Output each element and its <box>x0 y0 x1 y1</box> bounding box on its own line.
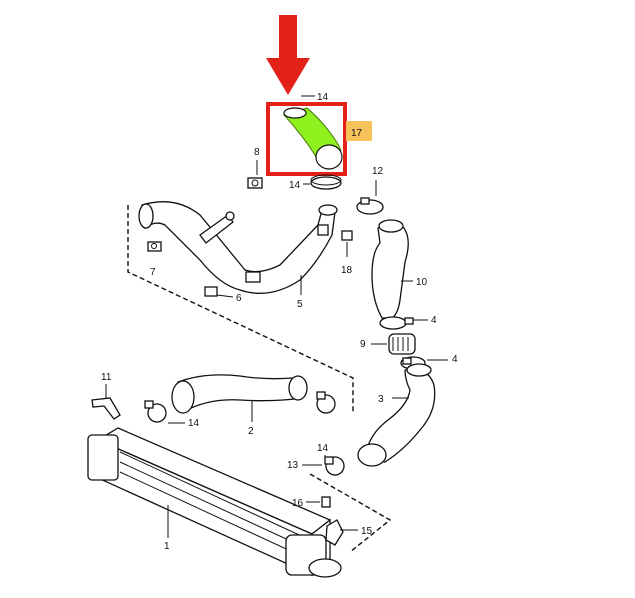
bracket-15 <box>325 519 344 546</box>
assembly-boundary-lower <box>309 473 392 553</box>
label-15: 15 <box>361 526 373 537</box>
clamp-14-left <box>144 400 167 423</box>
part-17-hose[interactable] <box>282 107 343 170</box>
highlight-frame <box>266 102 347 176</box>
label-5: 5 <box>297 299 303 310</box>
connector-9 <box>388 333 416 355</box>
label-4-upper: 4 <box>431 315 437 326</box>
strap-11 <box>91 397 121 420</box>
label-14-mid: 14 <box>289 180 301 191</box>
bolt-8 <box>247 177 263 189</box>
assembly-boundary <box>127 205 354 412</box>
pipe-5[interactable] <box>138 201 338 294</box>
label-1: 1 <box>164 541 170 552</box>
label-14-top: 14 <box>317 92 329 103</box>
label-3: 3 <box>378 394 384 405</box>
bolt-18 <box>341 230 353 241</box>
label-14-right: 14 <box>317 443 329 454</box>
label-12: 12 <box>372 166 384 177</box>
label-4-lower: 4 <box>452 354 458 365</box>
bolt-left <box>147 241 162 252</box>
clamp-12 <box>356 197 384 215</box>
label-17: 17 <box>351 128 363 139</box>
clamp-14-upper <box>310 174 342 190</box>
label-10: 10 <box>416 277 428 288</box>
label-7: 7 <box>150 267 156 278</box>
label-14-left: 14 <box>188 418 200 429</box>
label-18: 18 <box>341 265 353 276</box>
label-6: 6 <box>236 293 242 304</box>
intercooler-1[interactable] <box>87 427 342 578</box>
indicator-arrow <box>266 15 310 95</box>
label-11: 11 <box>101 372 112 383</box>
label-13: 13 <box>287 460 299 471</box>
hose-3[interactable] <box>357 363 436 467</box>
label-16: 16 <box>292 498 304 509</box>
label-17-tag <box>346 121 372 141</box>
hose-10[interactable] <box>371 219 409 319</box>
clamp-2-right <box>316 391 336 414</box>
hose-2[interactable] <box>171 374 308 414</box>
bolt-6 <box>204 286 218 297</box>
label-8: 8 <box>254 147 260 158</box>
label-9: 9 <box>360 339 366 350</box>
clamp-13 <box>324 456 345 476</box>
label-2: 2 <box>248 426 254 437</box>
clamp-4-upper <box>379 316 414 330</box>
bolt-16 <box>321 496 331 508</box>
